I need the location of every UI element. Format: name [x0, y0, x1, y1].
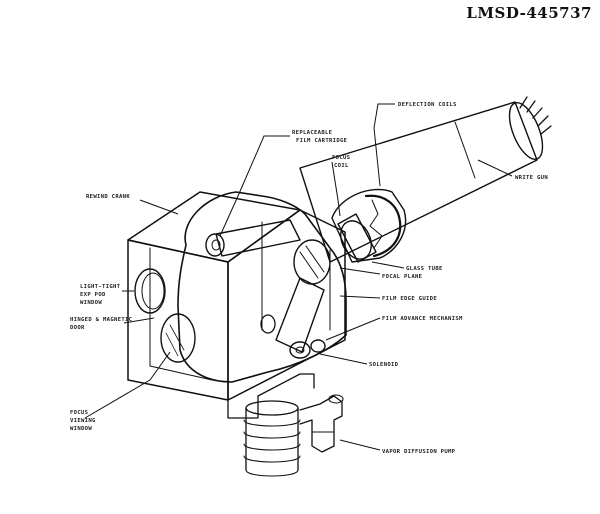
- label-deflection-coils: DEFLECTION COILS: [398, 102, 457, 108]
- label-rewind-crank: REWIND CRANK: [86, 194, 130, 200]
- label-hinged-door-2: DOOR: [70, 325, 85, 331]
- label-replaceable-film-cartridge-1: REPLACEABLE: [292, 130, 332, 136]
- label-glass-tube: GLASS TUBE: [406, 266, 443, 272]
- write-gun-cylinder: [299, 96, 552, 263]
- label-film-advance-mechanism: FILM ADVANCE MECHANISM: [382, 316, 463, 322]
- leader-lines: [84, 103, 513, 451]
- label-focus-viewing-3: WINDOW: [70, 426, 92, 432]
- label-hinged-door-1: HINGED & MAGNETIC: [70, 317, 132, 323]
- film-cartridge-spools: [205, 219, 331, 359]
- housing-box: [127, 191, 347, 419]
- label-solenoid: SOLENOID: [369, 362, 399, 368]
- vapor-diffusion-pump: [243, 394, 344, 477]
- label-replaceable-film-cartridge-2: FILM CARTRIDGE: [296, 138, 347, 144]
- label-film-edge-guide: FILM EDGE GUIDE: [382, 296, 437, 302]
- label-focus-coil-1: FOCUS: [332, 155, 351, 161]
- label-write-gun: WRITE GUN: [515, 175, 548, 181]
- light-tight-window: [134, 268, 166, 314]
- label-focal-plane: FOCAL PLANE: [382, 274, 422, 280]
- label-focus-viewing-1: FOCUS: [70, 410, 89, 416]
- label-vapor-diffusion-pump: VAPOR DIFFUSION PUMP: [382, 449, 456, 455]
- label-light-tight-3: WINDOW: [80, 300, 102, 306]
- focus-viewing-window: [160, 313, 196, 363]
- label-focus-viewing-2: VIEWING: [70, 418, 96, 424]
- label-light-tight-1: LIGHT-TIGHT: [80, 284, 121, 290]
- document-id: LMSD-445737: [466, 4, 592, 22]
- label-light-tight-2: EXP POD: [80, 292, 106, 298]
- deflection-coils: [331, 188, 407, 263]
- label-focus-coil-2: COIL: [334, 163, 349, 169]
